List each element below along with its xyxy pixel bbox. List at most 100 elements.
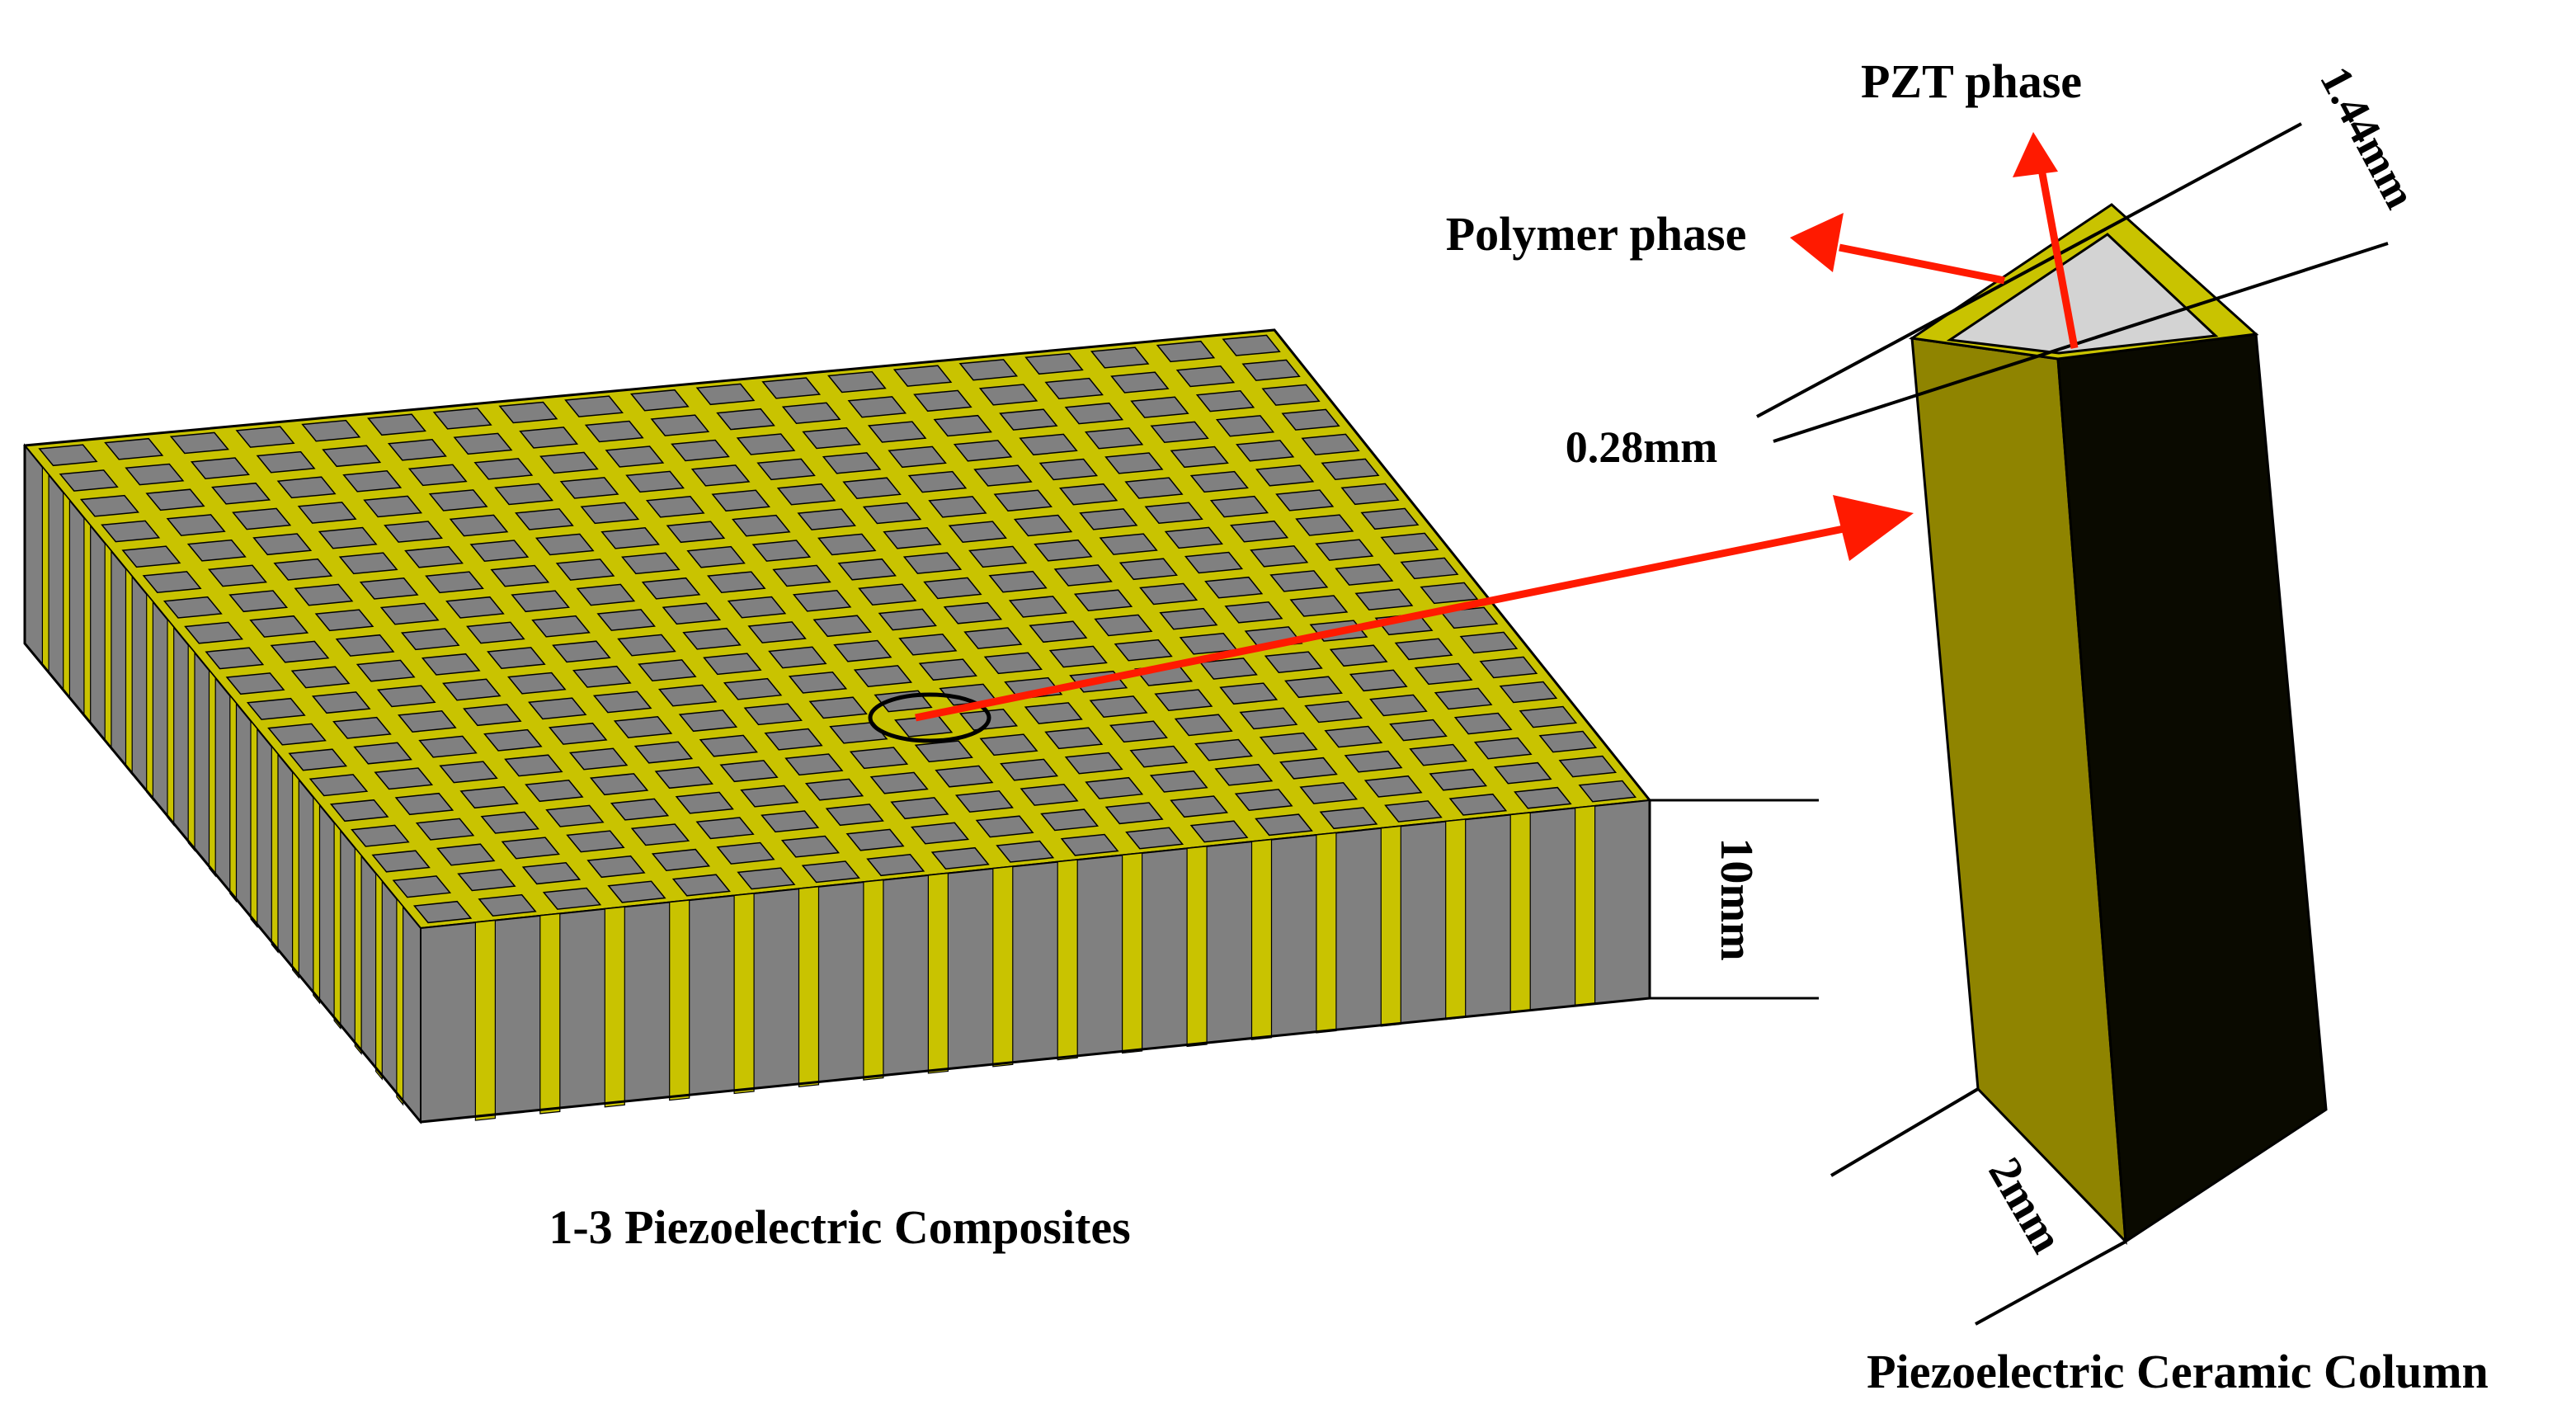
ceramic-cell xyxy=(371,850,431,873)
ceramic-cell xyxy=(1195,390,1255,412)
ceramic-cell xyxy=(404,545,464,568)
ceramic-cell xyxy=(1324,725,1383,748)
ceramic-cell xyxy=(776,483,836,506)
ceramic-cell xyxy=(898,634,958,656)
ceramic-cell xyxy=(1493,761,1552,785)
ceramic-cell xyxy=(1064,402,1124,425)
polymer-stripe xyxy=(396,897,404,1106)
ceramic-cell xyxy=(1150,421,1209,443)
ceramic-cell xyxy=(511,590,570,613)
ceramic-cell xyxy=(682,627,742,650)
ceramic-cell xyxy=(1139,582,1199,606)
ceramic-cell xyxy=(1380,532,1439,555)
ceramic-cell xyxy=(1156,340,1216,363)
ceramic-cell xyxy=(845,828,905,851)
ceramic-cell xyxy=(351,824,410,847)
ceramic-cell xyxy=(1124,477,1184,499)
ceramic-cell xyxy=(542,887,602,910)
ceramic-cell xyxy=(883,527,942,549)
ceramic-cell xyxy=(761,810,820,833)
ceramic-cell xyxy=(1114,639,1173,662)
ceramic-cell xyxy=(428,489,488,511)
ceramic-cell xyxy=(418,735,478,758)
ceramic-cell xyxy=(580,502,640,525)
polymer-stripe xyxy=(1509,812,1531,1014)
ceramic-cell xyxy=(747,621,807,643)
ceramic-cell xyxy=(1279,756,1338,780)
ceramic-cell xyxy=(1236,440,1295,462)
ceramic-cell xyxy=(1170,445,1229,469)
ceramic-cell xyxy=(190,457,250,479)
ceramic-cell xyxy=(1284,676,1343,699)
ceramic-cell xyxy=(1073,589,1133,611)
polymer-stripe xyxy=(292,770,299,979)
ceramic-cell xyxy=(1255,464,1315,487)
ceramic-cell xyxy=(1219,682,1279,705)
ceramic-cell xyxy=(480,811,539,834)
ceramic-cell xyxy=(1241,359,1301,381)
ceramic-cell xyxy=(1459,631,1519,654)
ceramic-cell xyxy=(740,785,799,808)
ceramic-cell xyxy=(657,684,718,707)
ceramic-cell xyxy=(329,799,389,822)
ceramic-cell xyxy=(184,621,243,644)
ceramic-cell xyxy=(421,653,481,676)
polymer-phase-arrow xyxy=(1790,213,2005,285)
polymer-stripe xyxy=(146,592,153,802)
ceramic-cell xyxy=(1154,689,1213,711)
ceramic-cell xyxy=(1335,563,1394,586)
ceramic-cell xyxy=(605,445,665,468)
composite-caption: 1-3 Piezoelectric Composites xyxy=(549,1200,1130,1254)
ceramic-cell xyxy=(802,427,861,450)
polymer-stripe xyxy=(1121,852,1143,1054)
ceramic-cell xyxy=(415,818,475,841)
polymer-stripe xyxy=(1316,832,1337,1034)
ceramic-cell xyxy=(651,848,711,871)
ceramic-cell xyxy=(1264,651,1323,673)
ceramic-cell xyxy=(125,463,185,486)
ceramic-cell xyxy=(1104,802,1164,825)
ceramic-cell xyxy=(564,395,624,417)
ceramic-cell xyxy=(1473,737,1533,760)
ceramic-cell xyxy=(235,426,295,448)
ceramic-cell xyxy=(515,508,574,530)
ceramic-cell xyxy=(586,855,646,879)
ceramic-cell xyxy=(1109,720,1168,743)
ceramic-cell xyxy=(442,678,502,701)
ceramic-cell xyxy=(641,577,701,600)
polymer-stripe xyxy=(733,893,755,1095)
ceramic-cell xyxy=(671,874,731,897)
ceramic-cell xyxy=(1110,371,1170,394)
ceramic-cell xyxy=(1329,644,1388,667)
ceramic-cell xyxy=(610,798,670,821)
polymer-stripe xyxy=(863,879,884,1081)
ceramic-cell xyxy=(890,797,949,820)
ceramic-cell xyxy=(1038,458,1099,481)
ceramic-cell xyxy=(607,880,666,903)
ceramic-cell xyxy=(1409,743,1467,766)
ceramic-cell xyxy=(963,627,1023,649)
ceramic-cell xyxy=(707,571,766,593)
polymer-stripe xyxy=(604,906,625,1108)
ceramic-cell xyxy=(1204,576,1264,599)
ceramic-cell xyxy=(827,370,887,394)
ceramic-cell xyxy=(737,867,796,890)
ceramic-cell xyxy=(38,444,98,467)
ceramic-cell xyxy=(528,697,587,720)
pzt-phase-arrow xyxy=(2013,132,2079,349)
polymer-stripe xyxy=(1250,839,1273,1040)
ceramic-cell xyxy=(246,697,306,720)
ceramic-cell xyxy=(1259,732,1318,755)
ceramic-cell xyxy=(412,900,473,924)
ceramic-cell xyxy=(756,458,816,481)
ceramic-cell xyxy=(923,577,982,600)
ceramic-cell xyxy=(1363,775,1423,798)
ceramic-cell xyxy=(457,869,516,892)
ceramic-cell xyxy=(374,767,434,790)
ceramic-cell xyxy=(356,659,416,682)
ceramic-cell xyxy=(407,464,468,487)
ceramic-cell xyxy=(878,608,937,631)
ceramic-cell xyxy=(825,804,884,827)
ceramic-cell xyxy=(525,780,584,803)
ceramic-cell xyxy=(1084,427,1144,450)
